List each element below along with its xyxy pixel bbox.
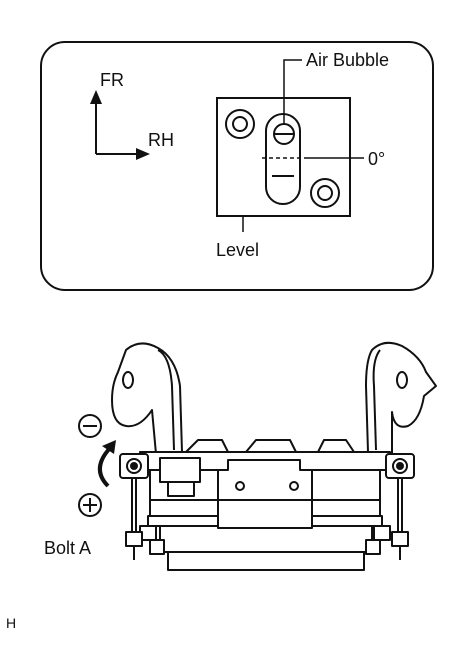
bolt-a-label: Bolt A bbox=[44, 538, 91, 558]
air-bubble-label: Air Bubble bbox=[306, 50, 389, 70]
right-label: RH bbox=[148, 130, 174, 150]
level-detail-panel: FR RH 0° Air Bubble Level bbox=[40, 41, 434, 291]
plate-hole bbox=[235, 481, 245, 491]
housing-foot bbox=[149, 539, 165, 555]
right-bolt-lower-nut bbox=[391, 531, 409, 547]
direction-indicator bbox=[90, 90, 150, 160]
connector-block bbox=[159, 457, 201, 483]
right-bolt-center-icon bbox=[396, 462, 404, 470]
air-bubble-leader-line bbox=[283, 59, 302, 124]
right-arrow-icon bbox=[136, 148, 150, 160]
level-plate bbox=[216, 97, 351, 217]
housing-foot bbox=[365, 539, 381, 555]
right-bracket-edge bbox=[372, 349, 381, 451]
bracket-assembly bbox=[111, 341, 437, 571]
left-bracket-arm bbox=[111, 342, 183, 455]
top-rib bbox=[185, 439, 229, 453]
right-bracket-hole bbox=[396, 371, 408, 389]
zero-degree-label: 0° bbox=[368, 149, 385, 169]
center-mounting-plate bbox=[217, 459, 313, 529]
left-bracket-edge bbox=[157, 349, 175, 451]
level-label: Level bbox=[216, 240, 259, 260]
left-bracket-hole bbox=[122, 371, 134, 389]
bolt-a-center-icon bbox=[130, 462, 138, 470]
rotation-arrow-icon bbox=[98, 444, 114, 488]
top-rib bbox=[317, 439, 355, 453]
forward-label: FR bbox=[100, 70, 124, 90]
forward-arrow-icon bbox=[90, 90, 102, 104]
screw-head-icon bbox=[232, 116, 248, 132]
connector-tab bbox=[167, 481, 195, 497]
housing-base bbox=[167, 551, 365, 571]
rotation-arrowhead-icon bbox=[102, 440, 116, 454]
corner-code-label: H bbox=[6, 615, 16, 631]
bolt-a-lower-nut bbox=[125, 531, 143, 547]
rotation-indicator bbox=[78, 414, 116, 517]
screw-head-icon bbox=[317, 185, 333, 201]
top-rib bbox=[245, 439, 297, 453]
right-bracket-arm bbox=[365, 341, 437, 455]
plate-hole bbox=[289, 481, 299, 491]
housing-foot bbox=[373, 525, 391, 541]
